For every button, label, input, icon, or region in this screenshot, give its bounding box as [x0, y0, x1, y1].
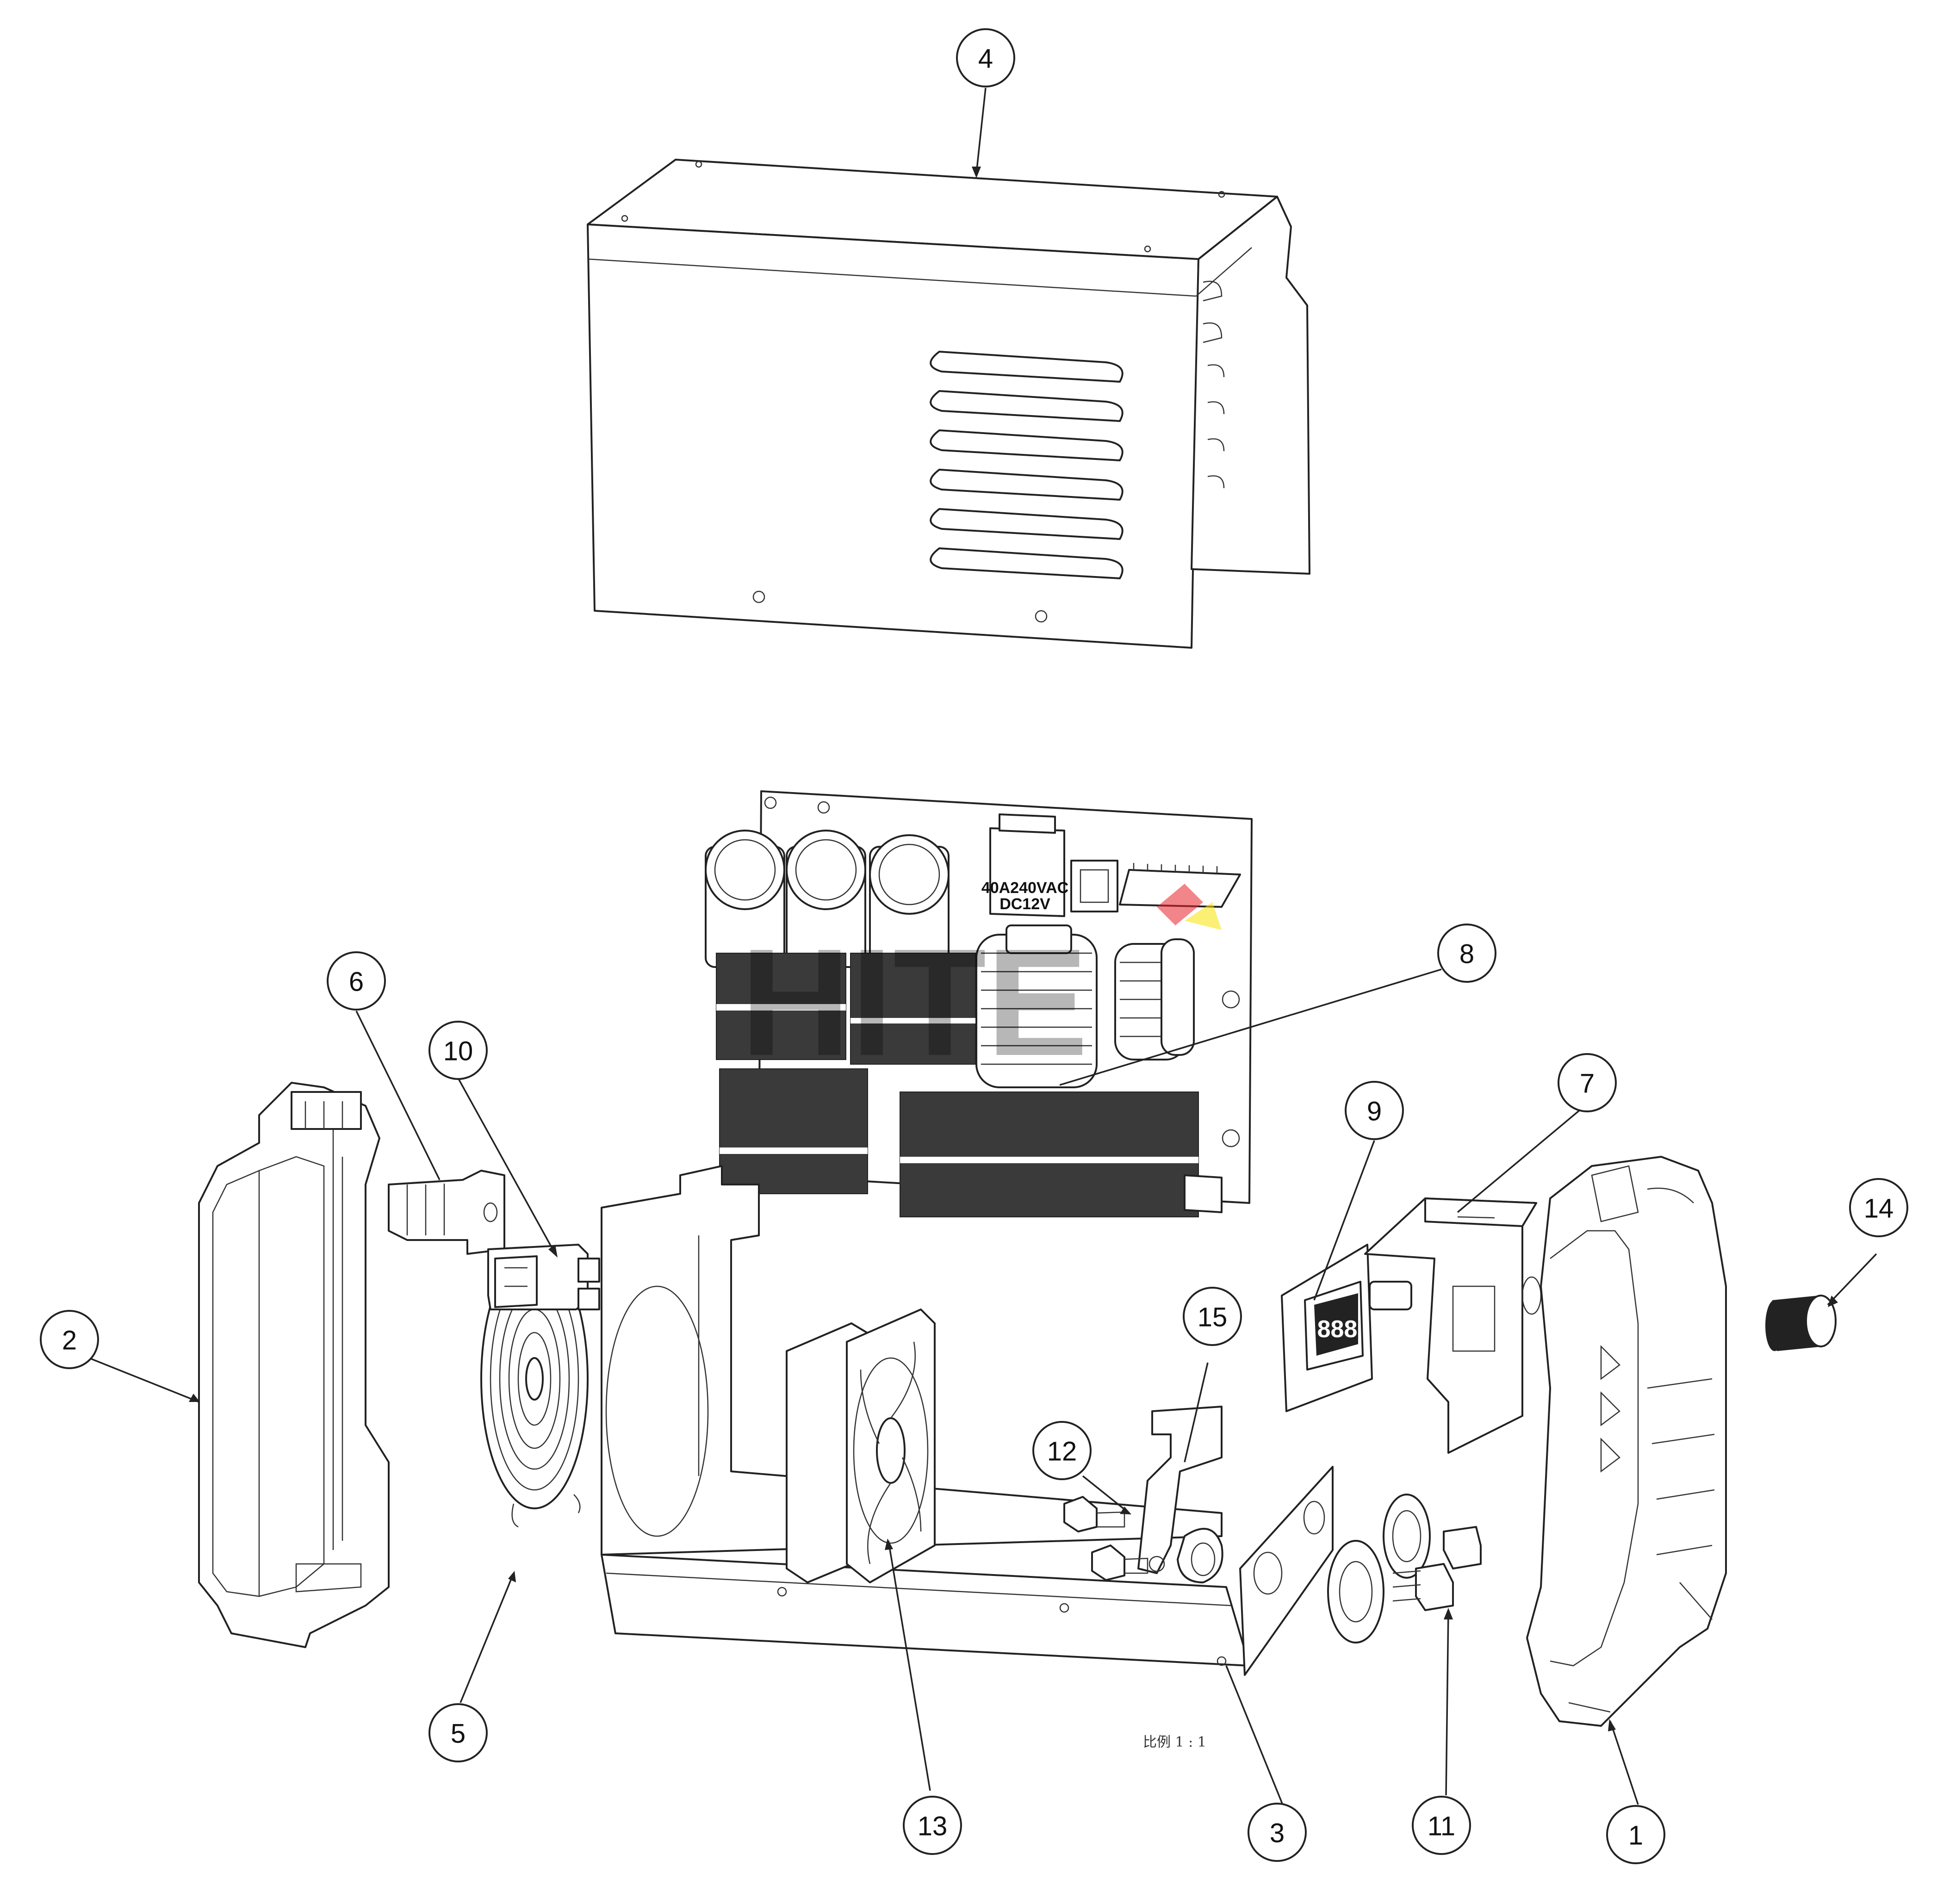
callout-8: 8 — [1437, 924, 1496, 983]
display-board-part: 888 — [1281, 1244, 1412, 1412]
callout-12: 12 — [1032, 1421, 1092, 1480]
svg-text:6: 6 — [349, 967, 364, 997]
heatsinks — [716, 953, 1199, 1217]
side-vents — [1203, 280, 1225, 489]
transformer — [975, 924, 1195, 1088]
callout-14: 14 — [1849, 1178, 1908, 1237]
display-digits-text: 888 — [1317, 1316, 1358, 1343]
base-chassis-part — [601, 1165, 1334, 1676]
output-terminals-part — [1327, 1494, 1482, 1644]
relay-rating-text: 40A240VAC — [981, 879, 1068, 897]
callout-2: 2 — [40, 1310, 99, 1369]
svg-text:13: 13 — [918, 1811, 948, 1842]
cover-vents — [930, 351, 1124, 579]
callout-9: 9 — [1345, 1081, 1404, 1140]
watermark: HITE — [740, 884, 1222, 1087]
fan-guard-part — [480, 1248, 589, 1528]
svg-text:9: 9 — [1367, 1097, 1382, 1127]
bolt-set-part — [1063, 1496, 1223, 1583]
svg-text:10: 10 — [443, 1036, 473, 1067]
callout-11: 11 — [1412, 1796, 1471, 1855]
terminal-block-part — [388, 1170, 505, 1255]
rear-handle-part — [198, 1082, 390, 1648]
callout-6: 6 — [327, 951, 386, 1011]
callout-4: 4 — [956, 28, 1015, 87]
control-bracket-part — [1364, 1197, 1542, 1454]
callout-10: 10 — [428, 1021, 488, 1080]
callout-1: 1 — [1606, 1805, 1665, 1864]
svg-text:15: 15 — [1198, 1302, 1228, 1333]
power-switch-part — [487, 1244, 600, 1310]
top-cover-part — [587, 159, 1310, 649]
callout-3: 3 — [1248, 1803, 1307, 1862]
cooling-fan-part — [786, 1309, 936, 1583]
svg-text:5: 5 — [451, 1719, 466, 1749]
scale-note: 比例 1 : 1 — [1143, 1734, 1206, 1750]
svg-text:3: 3 — [1270, 1818, 1285, 1848]
svg-text:14: 14 — [1864, 1194, 1894, 1224]
callout-7: 7 — [1558, 1053, 1617, 1112]
relay-coil-text: DC12V — [999, 895, 1050, 913]
callout-5: 5 — [428, 1703, 488, 1762]
callout-15: 15 — [1183, 1287, 1242, 1346]
svg-text:12: 12 — [1047, 1437, 1077, 1467]
capacitors — [705, 830, 950, 968]
svg-text:2: 2 — [62, 1326, 77, 1356]
svg-text:4: 4 — [978, 44, 993, 74]
front-handle-part — [1526, 1156, 1727, 1727]
watermark-text: HITE — [740, 917, 1088, 1087]
control-knob-part — [1765, 1295, 1837, 1351]
svg-text:8: 8 — [1459, 939, 1474, 969]
main-pcb-part: 40A240VAC DC12V — [705, 790, 1253, 1217]
relay: 40A240VAC DC12V — [981, 813, 1068, 917]
svg-text:1: 1 — [1628, 1821, 1643, 1851]
callout-13: 13 — [903, 1796, 962, 1855]
svg-text:7: 7 — [1580, 1069, 1595, 1099]
svg-text:11: 11 — [1428, 1811, 1455, 1842]
callout-leaders — [83, 87, 1877, 1814]
